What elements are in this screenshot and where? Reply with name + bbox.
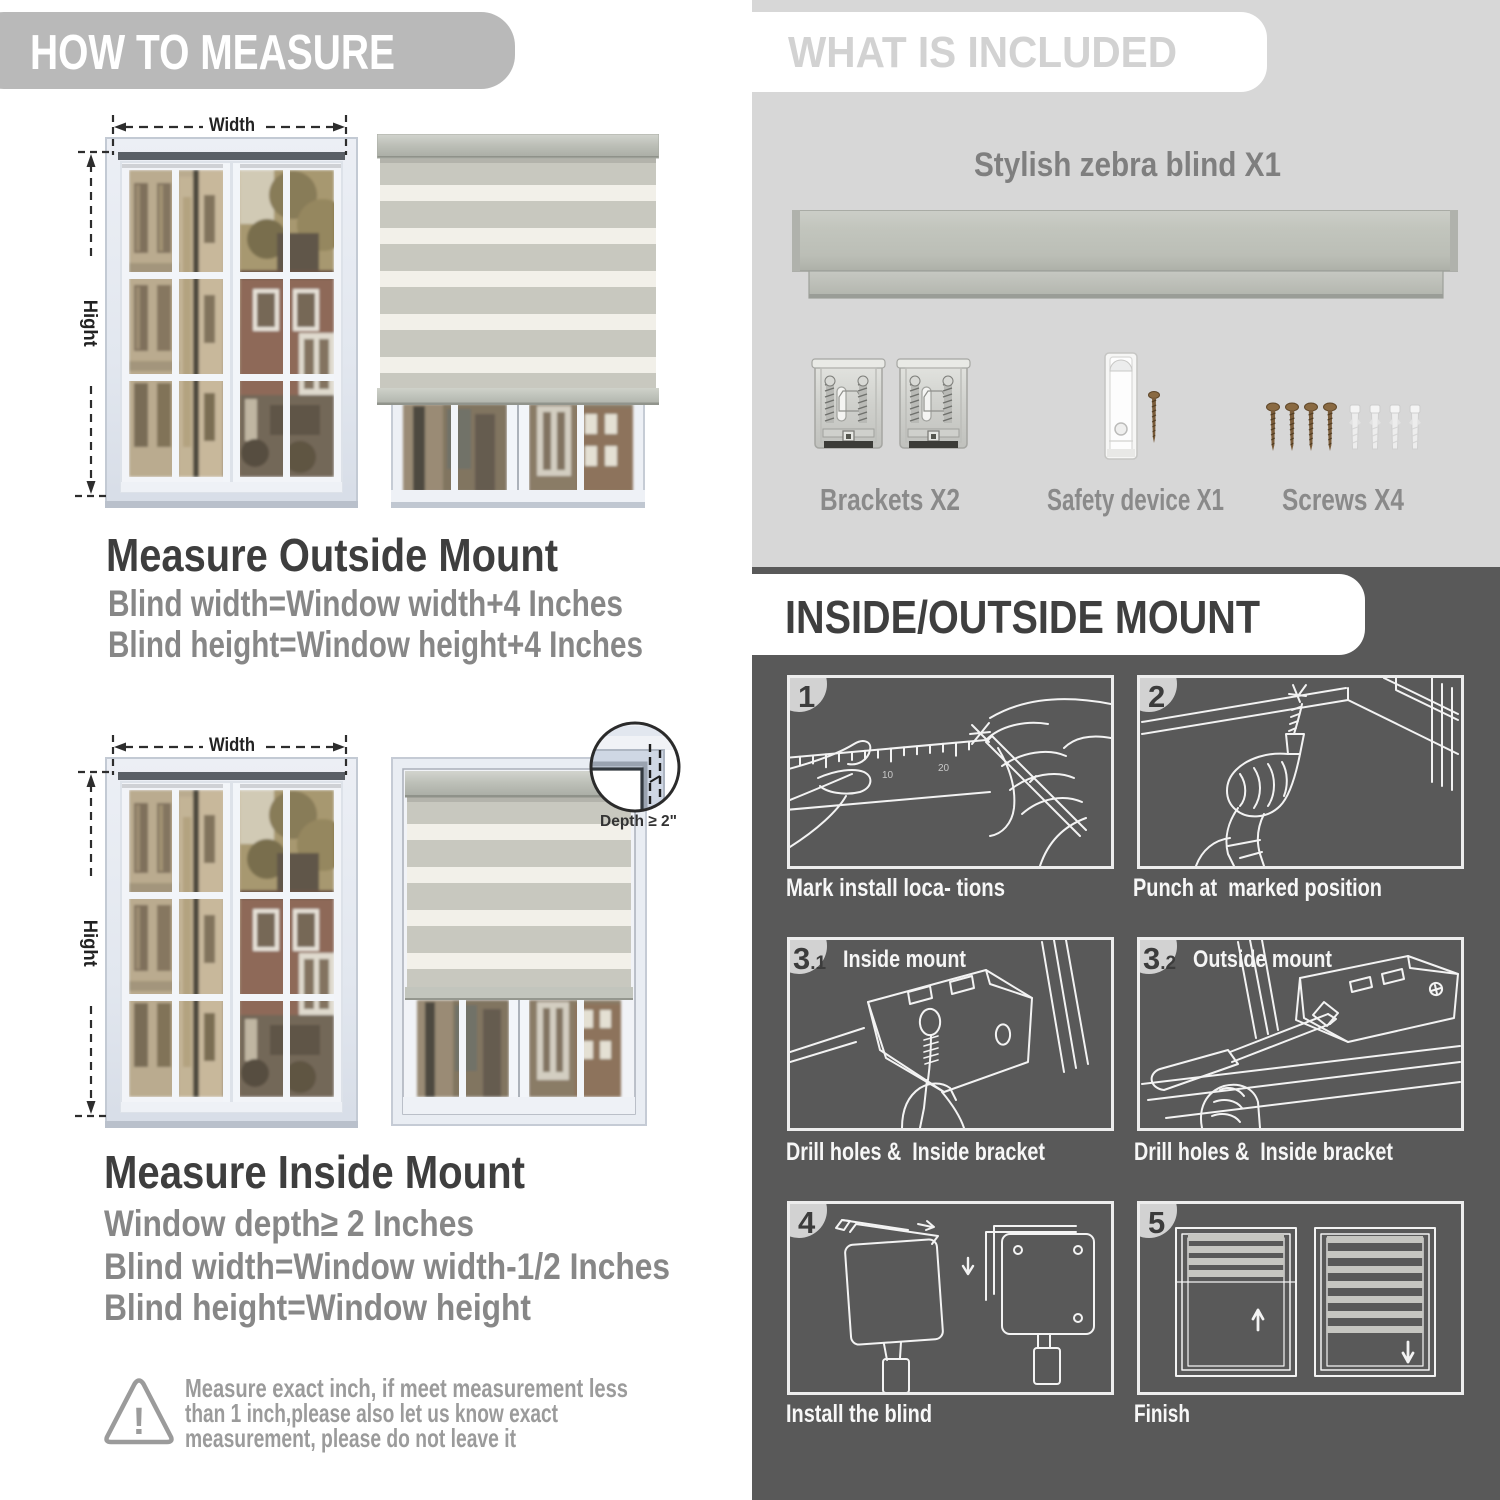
svg-text:20: 20: [938, 763, 950, 774]
svg-text:!: !: [133, 1401, 146, 1443]
svg-text:10: 10: [882, 770, 894, 781]
